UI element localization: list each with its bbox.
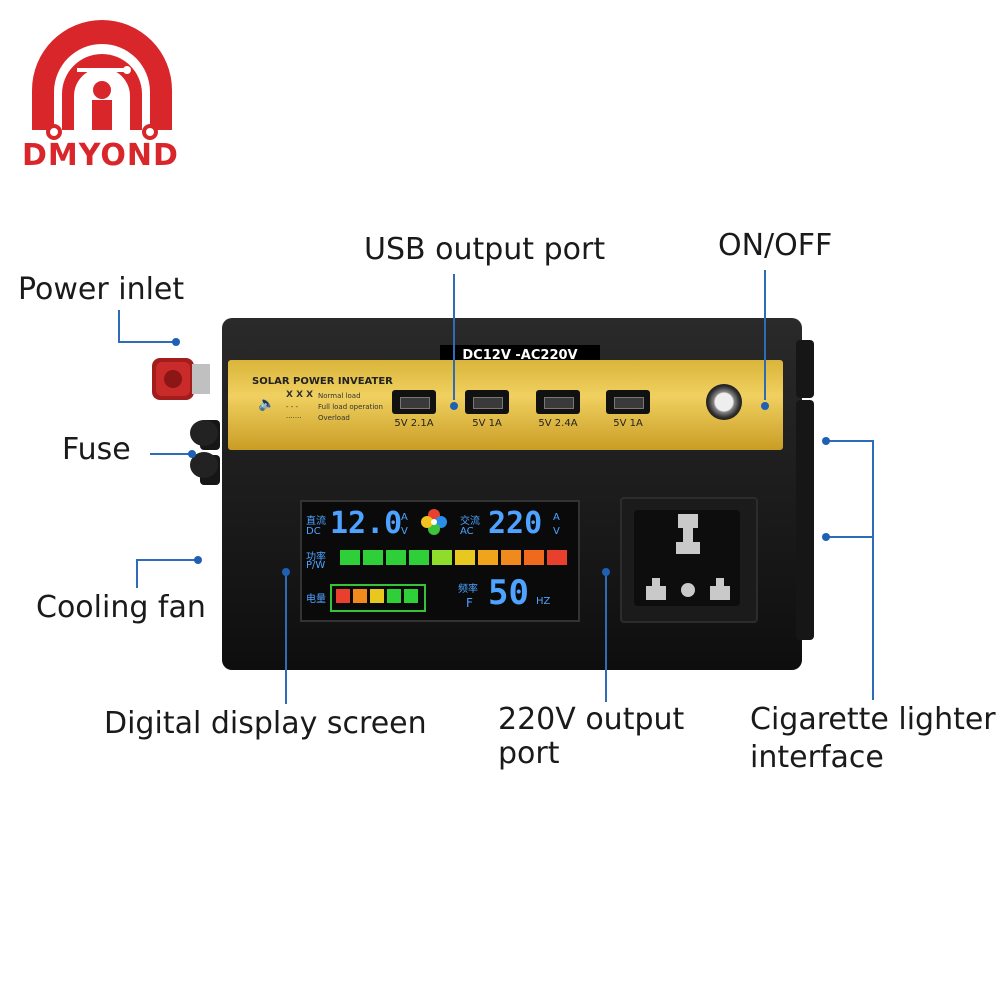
leader-dot: [188, 450, 196, 458]
ac-value: 220: [488, 506, 543, 541]
leader-dot: [822, 533, 830, 541]
usb-port-label: 5V 2.4A: [538, 418, 578, 429]
usb-port[interactable]: [465, 390, 509, 414]
heat-sink-fin: [796, 340, 814, 398]
leader-dot: [194, 556, 202, 564]
power-bar-segment: [547, 550, 567, 565]
power-bar-segment: [409, 550, 429, 565]
legend-marks: X X X: [286, 390, 314, 400]
legend-overload: Overload: [318, 414, 350, 422]
power-switch-button[interactable]: [706, 384, 742, 420]
battery-cell: [387, 589, 401, 603]
power-bar-segment: [340, 550, 360, 565]
callout-on-off: ON/OFF: [718, 228, 833, 263]
legend-normal-load: Normal load: [318, 392, 361, 400]
power-label-cn: 功率: [306, 552, 326, 563]
usb-port[interactable]: [536, 390, 580, 414]
leader-line: [872, 440, 874, 700]
ac-label-en: AC: [460, 526, 474, 537]
leader-dot: [822, 437, 830, 445]
battery-indicator: [330, 584, 426, 612]
dc-label-en: DC: [306, 526, 321, 537]
freq-value: 50: [488, 573, 529, 613]
callout-220v-output-port: port: [498, 736, 560, 771]
battery-cell: [336, 589, 350, 603]
legend-full-load: Full load operation: [318, 403, 383, 411]
speaker-icon: 🔈: [258, 395, 276, 411]
fuse-holder[interactable]: [190, 420, 218, 446]
power-bar-segment: [455, 550, 475, 565]
leader-line: [136, 559, 196, 561]
battery-cell: [353, 589, 367, 603]
leader-dot: [761, 402, 769, 410]
power-bar-segment: [432, 550, 452, 565]
callout-power-inlet: Power inlet: [18, 272, 185, 307]
leader-line: [118, 341, 174, 343]
leader-line: [118, 310, 120, 342]
dc-label-cn: 直流: [306, 516, 326, 527]
power-bar-segment: [524, 550, 544, 565]
leader-line: [453, 274, 455, 400]
power-bar-segment: [386, 550, 406, 565]
usb-port-label: 5V 1A: [472, 418, 502, 429]
leader-dot: [450, 402, 458, 410]
leader-dot: [282, 568, 290, 576]
ac-unit-a: A: [553, 512, 560, 523]
leader-line: [764, 270, 766, 400]
leader-line: [605, 574, 607, 702]
fan-icon: [421, 509, 447, 535]
freq-label-cn: 频率: [458, 584, 478, 595]
power-bar-segment: [363, 550, 383, 565]
callout-digital-display-screen: Digital display screen: [104, 706, 427, 741]
power-bar-segment: [478, 550, 498, 565]
leader-line: [285, 574, 287, 704]
dc-unit-v: V: [401, 526, 408, 537]
power-terminal-icon: [152, 358, 210, 400]
callout-cigarette-lighter: Cigarette lighter: [750, 702, 996, 737]
heat-sink-fin: [796, 400, 814, 640]
leader-line: [150, 453, 190, 455]
callout-220v-output: 220V output: [498, 702, 685, 737]
brand-logo-icon: [32, 20, 172, 140]
usb-port[interactable]: [606, 390, 650, 414]
callout-fuse: Fuse: [62, 432, 131, 467]
usb-port-label: 5V 1A: [613, 418, 643, 429]
legend-dots: ·······: [286, 414, 302, 422]
leader-dot: [172, 338, 180, 346]
socket-holes-icon: [646, 514, 730, 600]
callout-usb-output-port: USB output port: [364, 232, 606, 267]
callout-cooling-fan: Cooling fan: [36, 590, 206, 625]
usb-port[interactable]: [392, 390, 436, 414]
dc-unit-a: A: [401, 512, 408, 523]
ac-label-cn: 交流: [460, 516, 480, 527]
ac-unit-v: V: [553, 526, 560, 537]
leader-line: [136, 560, 138, 588]
brand-logo-text: DMYOND: [22, 138, 179, 173]
callout-cigarette-interface: interface: [750, 740, 884, 775]
power-bar-segment: [501, 550, 521, 565]
power-label-en: P/W: [306, 560, 326, 571]
battery-cell: [404, 589, 418, 603]
leader-line: [826, 440, 874, 442]
battery-cell: [370, 589, 384, 603]
dc-value: 12.0: [330, 506, 403, 541]
usb-port-label: 5V 2.1A: [394, 418, 434, 429]
leader-dot: [602, 568, 610, 576]
panel-title: SOLAR POWER INVEATER: [252, 376, 393, 387]
freq-unit: HZ: [536, 596, 551, 607]
freq-label-en: F: [466, 596, 473, 610]
legend-dash: - - -: [286, 403, 299, 411]
battery-label-cn: 电量: [306, 594, 326, 605]
leader-line: [826, 536, 874, 538]
